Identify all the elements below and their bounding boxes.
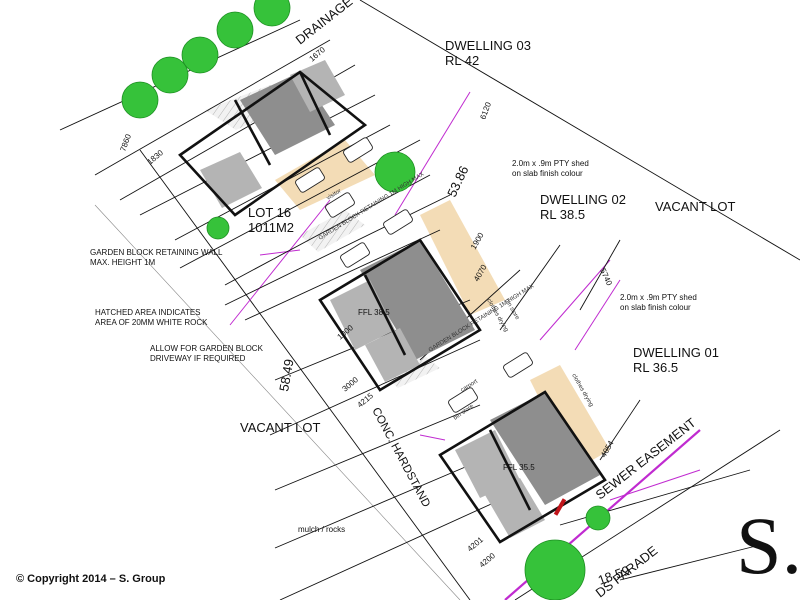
shed-upper-note-2: on slab finish colour <box>512 169 583 178</box>
shed-lower-note-2: on slab finish colour <box>620 303 691 312</box>
retaining-wall-note-2: MAX. HEIGHT 1M <box>90 258 156 267</box>
hatched-note-2: AREA OF 20MM WHITE ROCK <box>95 318 208 327</box>
dwelling-01-rl: RL 36.5 <box>633 360 678 375</box>
retaining-wall-note-1: GARDEN BLOCK RETAINING WALL <box>90 248 223 257</box>
shed-lower-note-1: 2.0m x .9m PTY shed <box>620 293 697 302</box>
ffl-35-5: FFL 35.5 <box>503 463 535 472</box>
dim-4201: 4201 <box>466 535 486 554</box>
allow-note-2: DRIVEWAY IF REQUIRED <box>150 354 246 363</box>
dim-6120: 6120 <box>478 100 493 120</box>
dwelling-03-rl: RL 42 <box>445 53 479 68</box>
drainage-label: DRAINAGE <box>293 0 356 47</box>
mulch-note: mulch / rocks <box>298 525 345 534</box>
dwelling-03-floorplan <box>178 60 368 217</box>
conc-hardstand-label: CONC. HARDSTAND <box>369 406 432 510</box>
dim-5740: 5740 <box>598 267 614 287</box>
vacant-lot-right: VACANT LOT <box>655 199 735 214</box>
dim-1900: 1900 <box>469 231 486 251</box>
hatched-note-1: HATCHED AREA INDICATES <box>95 308 201 317</box>
dim-4215: 4215 <box>356 391 376 410</box>
company-logo: S. <box>736 500 800 591</box>
allow-note-1: ALLOW FOR GARDEN BLOCK <box>150 344 264 353</box>
dwelling-02-rl: RL 38.5 <box>540 207 585 222</box>
shed-upper-note-1: 2.0m x .9m PTY shed <box>512 159 589 168</box>
tree-row <box>121 0 611 600</box>
ffl-38-5: FFL 38.5 <box>358 308 390 317</box>
vacant-lot-left: VACANT LOT <box>240 420 320 435</box>
dim-58-49: 58.49 <box>276 358 296 393</box>
red-marker <box>553 498 567 516</box>
parked-cars <box>295 137 533 413</box>
copyright-notice: © Copyright 2014 – S. Group <box>16 573 166 585</box>
dim-4200: 4200 <box>478 551 498 570</box>
dim-7860: 7860 <box>118 132 133 152</box>
dwelling-02-label: DWELLING 02 <box>540 192 626 207</box>
lot-number: LOT 16 <box>248 205 291 220</box>
dwelling-03-label: DWELLING 03 <box>445 38 531 53</box>
dim-3000: 3000 <box>341 375 361 394</box>
dim-53-86: 53.86 <box>444 163 471 199</box>
lot-area: 1011M2 <box>248 220 294 235</box>
dim-1830: 1830 <box>146 148 166 167</box>
dwelling-01-label: DWELLING 01 <box>633 345 719 360</box>
dwelling-02-floorplan <box>318 238 482 392</box>
dwelling-01-floorplan <box>438 390 607 544</box>
